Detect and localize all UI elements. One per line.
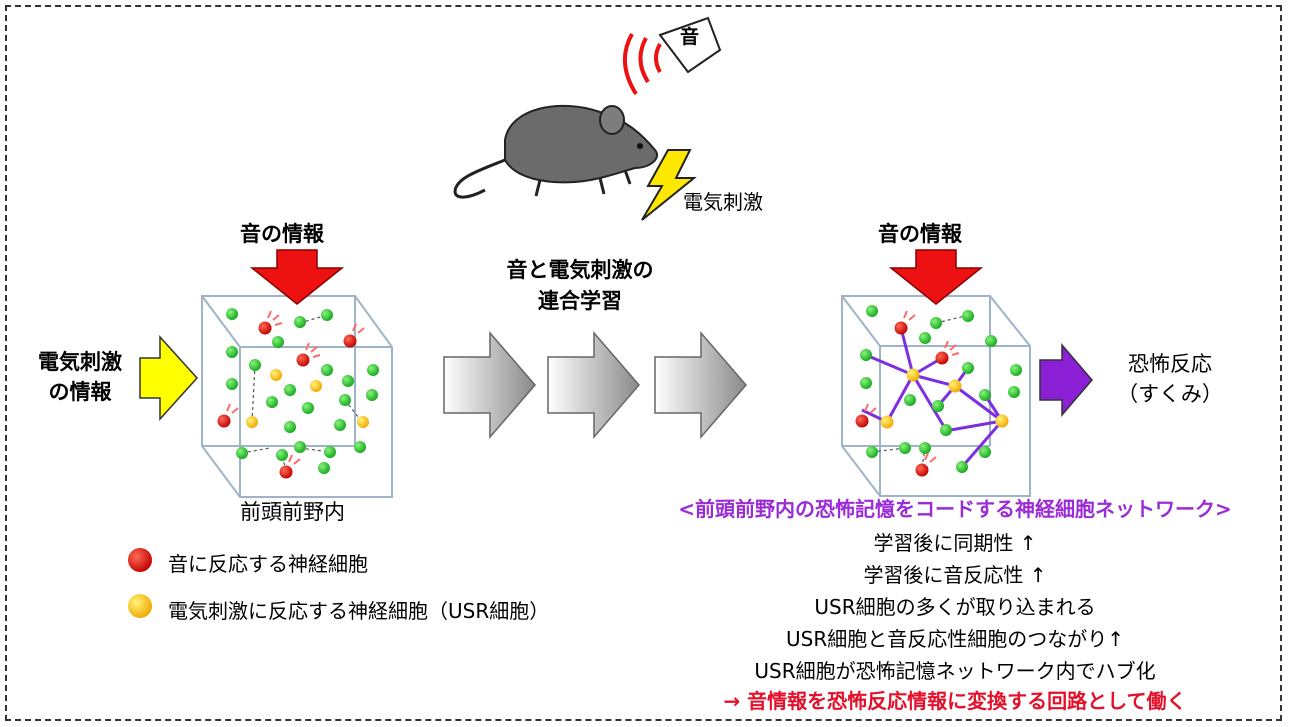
learning-arrows: [443, 330, 747, 440]
right-sound-info: 音の情報: [878, 222, 962, 246]
legend-red-label: 音に反応する神経細胞: [168, 552, 368, 576]
note-item: 学習後に同期性 ↑: [873, 531, 1037, 555]
learning-label-1: 音と電気刺激の: [506, 258, 654, 282]
note-item: USR細胞と音反応性細胞のつながり↑: [786, 627, 1124, 651]
legend-yellow-dot: [128, 594, 152, 618]
note-item: USR細胞が恐怖記憶ネットワーク内でハブ化: [754, 659, 1156, 683]
left-sound-info: 音の情報: [240, 222, 324, 246]
region-label: 前頭前野内: [240, 500, 345, 524]
note-item: USR細胞の多くが取り込まれる: [814, 595, 1096, 619]
sound-arrow-left: [249, 249, 345, 305]
shock-label: 電気刺激: [683, 190, 763, 214]
lightning-icon: [641, 149, 697, 221]
sound-arrow-right: [888, 249, 984, 305]
dashed-frame: [5, 5, 1282, 721]
right-neurons: [855, 305, 1022, 477]
note-item: 学習後に音反応性 ↑: [863, 563, 1047, 587]
left-cube: [201, 295, 393, 498]
left-neurons: [217, 308, 379, 479]
left-shock-info-2: の情報: [48, 380, 112, 404]
fear-label-1: 恐怖反応: [1128, 352, 1212, 376]
legend-red-dot: [128, 548, 152, 572]
learning-label-2: 連合学習: [538, 289, 622, 313]
conclusion: → 音情報を恐怖反応情報に変換する回路として働く: [723, 689, 1187, 713]
mouse-icon: [453, 104, 658, 199]
legend-yellow-label: 電気刺激に反応する神経細胞（USR細胞）: [168, 599, 550, 623]
left-shock-info-1: 電気刺激: [38, 350, 122, 374]
speaker-sound-label: 音: [680, 26, 700, 48]
fear-arrow: [1039, 342, 1093, 418]
shock-arrow: [139, 335, 199, 421]
fear-label-2: （すくみ）: [1117, 382, 1223, 406]
network-title: <前頭前野内の恐怖記憶をコードする神経細胞ネットワーク>: [678, 497, 1232, 521]
firing-marks: [226, 310, 960, 465]
speaker-icon: [622, 16, 722, 96]
